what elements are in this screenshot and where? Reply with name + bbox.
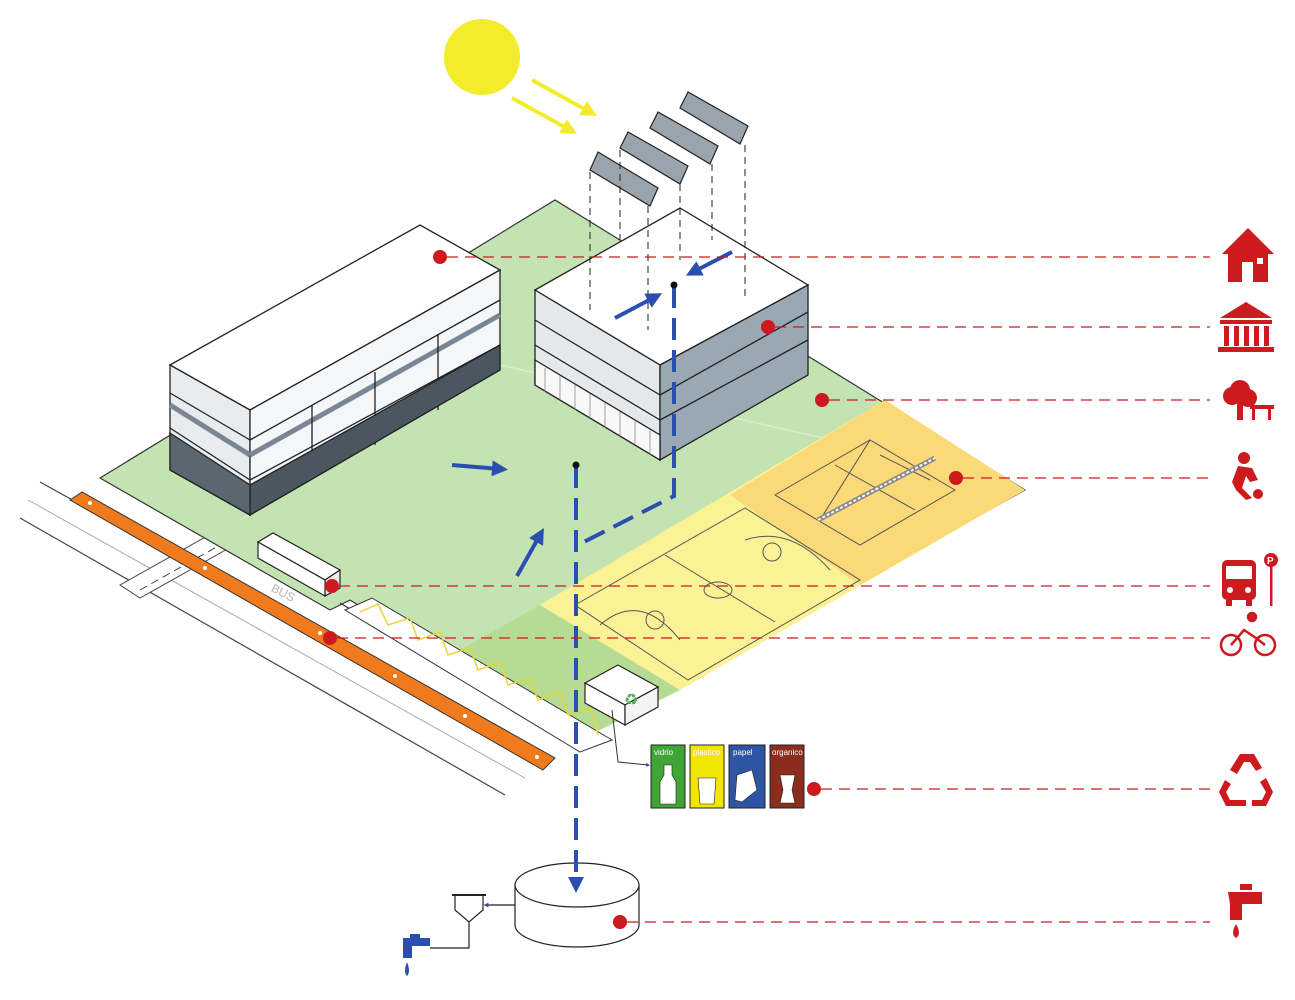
bus-stop-icon: P	[1222, 553, 1278, 606]
paper-icon	[734, 769, 758, 803]
apple-core-icon	[779, 774, 796, 804]
leader-lines	[337, 256, 1210, 923]
recycling-marker	[807, 782, 821, 796]
svg-text:P: P	[1267, 556, 1274, 567]
sidewalk-strip	[343, 597, 614, 753]
left-building-marker	[433, 250, 447, 264]
kiosk-to-bins-connector	[611, 709, 650, 767]
sports-courts	[540, 400, 1025, 690]
bin-paper-label: papel	[733, 748, 753, 757]
bin-glass-label: vidrio	[654, 748, 674, 757]
bus-stop-marker	[325, 579, 339, 593]
park-marker	[815, 393, 829, 407]
solar-panels	[589, 91, 749, 330]
water-tank-marker	[613, 915, 627, 929]
museum-building-icon	[1218, 302, 1274, 352]
house-icon	[1222, 228, 1274, 282]
can-icon	[697, 777, 717, 805]
recycling-kiosk	[583, 664, 660, 727]
ground-drain-point	[572, 461, 580, 469]
park-tree-bench-icon	[1223, 380, 1274, 420]
bin-organic-label: organico	[772, 748, 803, 757]
bin-symbols	[659, 764, 796, 805]
water-tap-icon	[1228, 884, 1262, 938]
football-player-icon	[1232, 452, 1263, 500]
bin-plastic-label: plastico	[693, 748, 721, 757]
roof-drain-point	[670, 281, 678, 289]
bike-lane	[69, 491, 556, 771]
sports-marker	[949, 471, 963, 485]
rainwater-flow	[451, 250, 733, 893]
bike-lane-marker	[323, 631, 337, 645]
water-filter	[430, 894, 515, 949]
recycle-icon	[1219, 754, 1273, 806]
sun	[444, 19, 520, 95]
water-tank	[514, 862, 640, 948]
sunlight-arrows	[511, 78, 598, 134]
left-building	[168, 224, 502, 517]
bottle-icon	[659, 764, 677, 805]
blue-water-tap-icon	[403, 934, 430, 976]
right-building-marker	[761, 320, 775, 334]
kiosk-recycle-icon: ♻	[624, 692, 638, 709]
cyclist-icon	[1219, 611, 1277, 657]
